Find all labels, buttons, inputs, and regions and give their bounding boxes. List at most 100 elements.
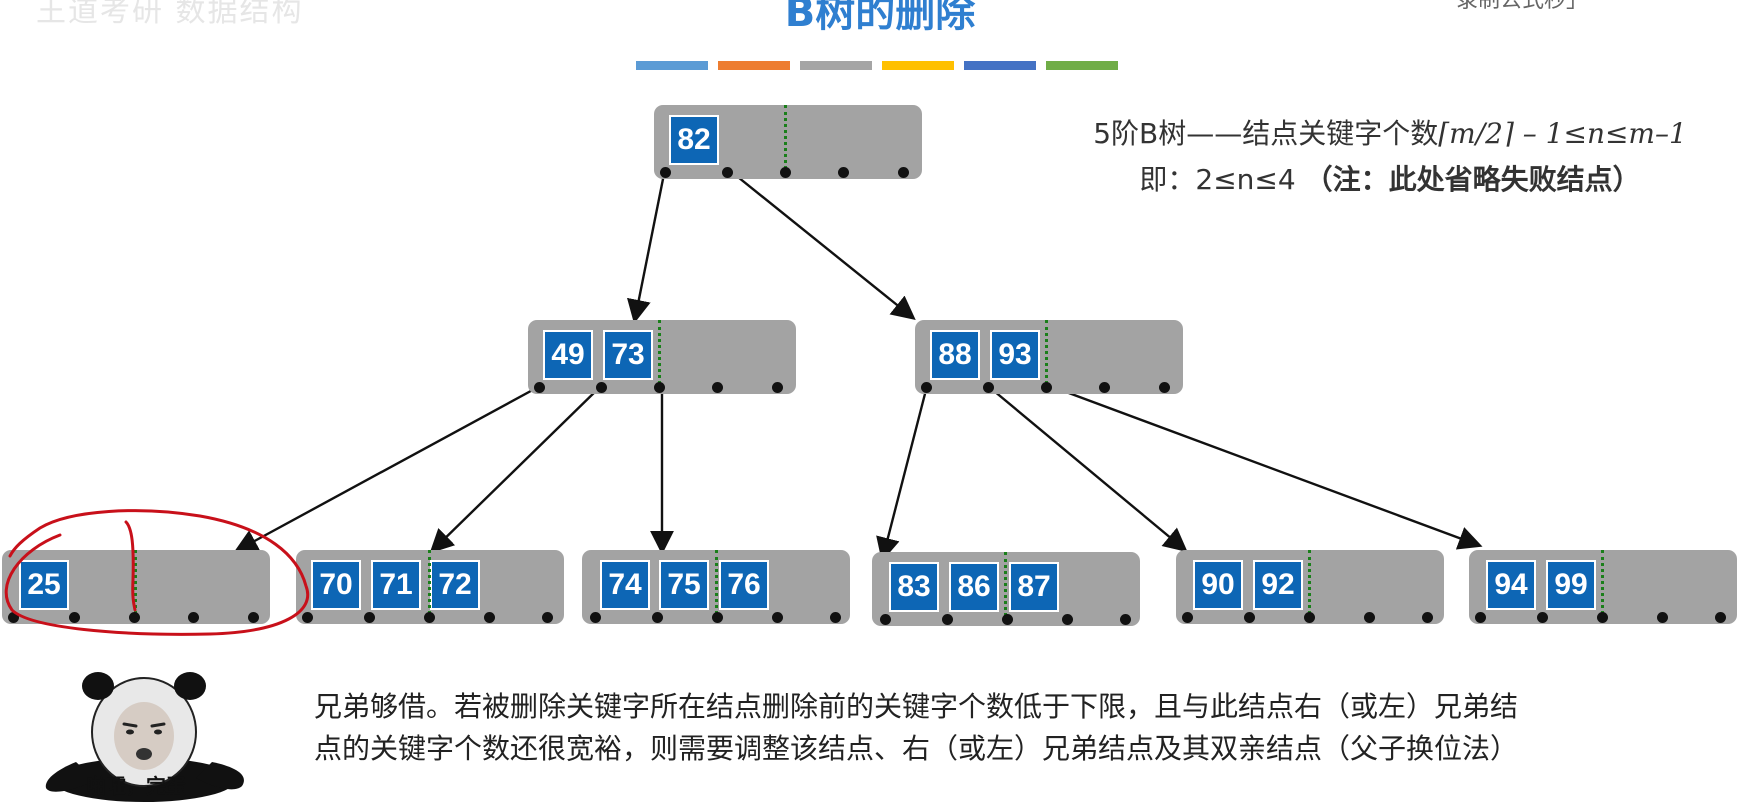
highlight-circle [4, 509, 310, 636]
child-pointer [722, 167, 733, 178]
key-87: 87 [1009, 562, 1059, 612]
child-pointer [1422, 612, 1433, 623]
key-74: 74 [600, 560, 650, 610]
node-divider [1045, 320, 1048, 390]
node-divider [715, 550, 718, 620]
child-pointer [1304, 612, 1315, 623]
b-tree-leaf-74-75-76: 74 75 76 [582, 550, 850, 624]
child-pointer [1244, 612, 1255, 623]
key-93: 93 [990, 330, 1040, 380]
color-bar-segment [882, 61, 954, 70]
key-88: 88 [930, 330, 980, 380]
child-pointer [1120, 614, 1131, 625]
key-94: 94 [1486, 560, 1536, 610]
child-pointer [534, 382, 545, 393]
watermark-left: 王道考研 数据结构 [36, 0, 304, 29]
child-pointer [1099, 382, 1110, 393]
child-pointer [1182, 612, 1193, 623]
child-pointer [942, 614, 953, 625]
child-pointer [69, 612, 80, 623]
edge-root-to-node-88-93 [727, 168, 916, 321]
key-73: 73 [603, 330, 653, 380]
key-99: 99 [1546, 560, 1596, 610]
rule-formula: ⌈m/2⌉ – 1≤n≤m–1 [1438, 117, 1687, 150]
b-tree-internal-node-49-73: 49 73 [528, 320, 796, 394]
child-pointer [424, 612, 435, 623]
key-82: 82 [669, 115, 719, 165]
child-pointer [542, 612, 553, 623]
node-divider [658, 320, 661, 390]
color-bar-segment [964, 61, 1036, 70]
edge-88-93-to-leaf-90-92 [987, 385, 1188, 553]
key-25: 25 [19, 560, 69, 610]
node-divider [1601, 550, 1604, 620]
child-pointer [1475, 612, 1486, 623]
description-line-1: 兄弟够借。若被删除关键字所在结点删除前的关键字个数低于下限，且与此结点右（或左）… [314, 690, 1519, 723]
description-text: 兄弟够借。若被删除关键字所在结点删除前的关键字个数低于下限，且与此结点右（或左）… [314, 686, 1694, 770]
key-49: 49 [543, 330, 593, 380]
child-pointer [772, 382, 783, 393]
node-divider [428, 550, 431, 620]
child-pointer [880, 614, 891, 625]
key-86: 86 [949, 562, 999, 612]
rule-line-2: 即：2≤n≤4 （注：此处省略失败结点） [1040, 158, 1740, 198]
key-90: 90 [1193, 560, 1243, 610]
meme-caption: 啪嚯，完蛋 [86, 774, 186, 798]
child-pointer [484, 612, 495, 623]
panda-meme-image [45, 672, 244, 802]
child-pointer [1041, 382, 1052, 393]
child-pointer [921, 382, 932, 393]
node-divider [1004, 552, 1007, 622]
rule-line-2-text: 即：2≤n≤4 [1139, 163, 1305, 196]
child-pointer [712, 612, 723, 623]
b-tree-leaf-90-92: 90 92 [1176, 550, 1444, 624]
child-pointer [129, 612, 140, 623]
edge-49-73-to-leaf-70-72 [429, 385, 602, 554]
child-pointer [1002, 614, 1013, 625]
b-tree-leaf-94-99: 94 99 [1469, 550, 1737, 624]
b-tree-leaf-83-86-87: 83 86 87 [872, 552, 1140, 626]
child-pointer [780, 167, 791, 178]
child-pointer [364, 612, 375, 623]
child-pointer [1597, 612, 1608, 623]
child-pointer [712, 382, 723, 393]
b-tree-leaf-25: 25 [2, 550, 270, 624]
page-title: B树的删除 [784, 0, 976, 36]
child-pointer [838, 167, 849, 178]
key-83: 83 [889, 562, 939, 612]
edge-88-93-to-leaf-83-87 [876, 385, 929, 562]
child-pointer [8, 612, 19, 623]
color-bar-segment [800, 61, 872, 70]
key-75: 75 [659, 560, 709, 610]
child-pointer [1537, 612, 1548, 623]
key-72: 72 [430, 560, 480, 610]
description-line-2: 点的关键字个数还很宽裕，则需要调整该结点、右（或左）兄弟结点及其双亲结点（父子换… [314, 732, 1519, 765]
edge-root-to-node-49-73 [626, 168, 667, 324]
rule-line-1-text: 5阶B树——结点关键字个数 [1093, 117, 1439, 150]
child-pointer [772, 612, 783, 623]
child-pointer [660, 167, 671, 178]
node-divider [784, 105, 787, 175]
highlight-tick-mark [124, 520, 137, 612]
node-divider [1308, 550, 1311, 620]
edge-49-73-to-leaf-25 [233, 384, 541, 553]
color-bar-segment [636, 61, 708, 70]
node-divider [134, 550, 137, 620]
child-pointer [1159, 382, 1170, 393]
key-92: 92 [1253, 560, 1303, 610]
child-pointer [1715, 612, 1726, 623]
color-bar-segment [718, 61, 790, 70]
child-pointer [188, 612, 199, 623]
child-pointer [654, 382, 665, 393]
child-pointer [596, 382, 607, 393]
child-pointer [898, 167, 909, 178]
color-bar-segment [1046, 61, 1118, 70]
child-pointer [302, 612, 313, 623]
b-tree-root-node: 82 [654, 105, 922, 179]
b-tree-leaf-70-71-72: 70 71 72 [296, 550, 564, 624]
edge-88-93-to-leaf-94-99 [1049, 384, 1483, 550]
child-pointer [1062, 614, 1073, 625]
child-pointer [652, 612, 663, 623]
